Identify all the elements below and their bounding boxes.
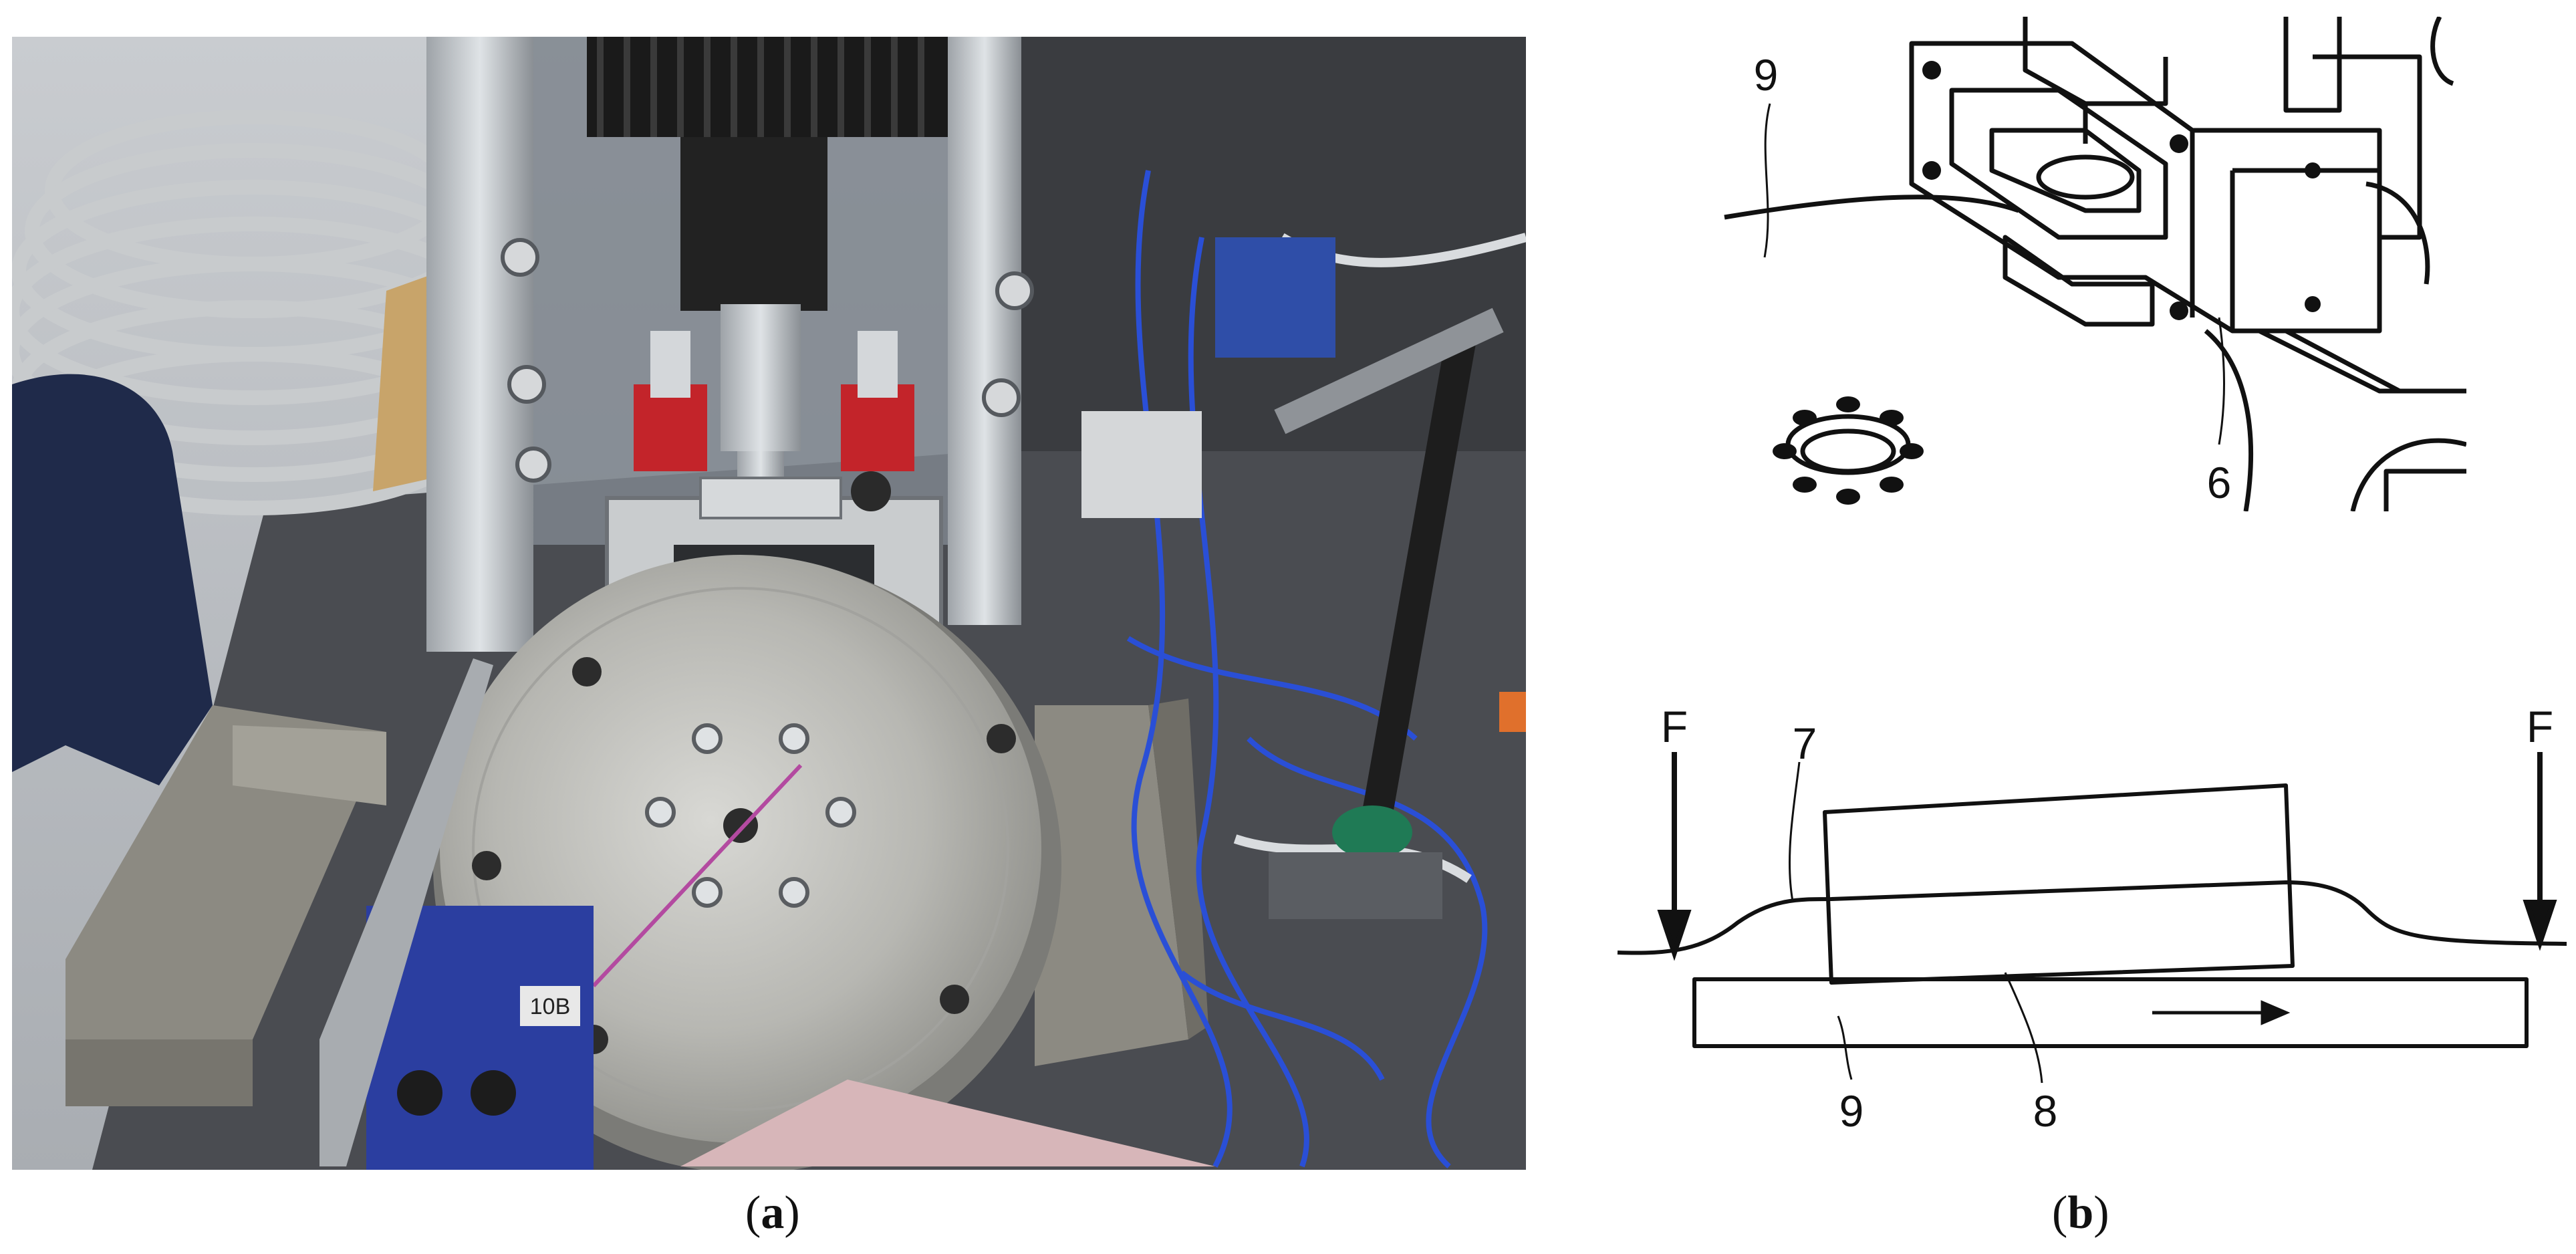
spindle xyxy=(721,304,801,451)
drawing-bottom-lines xyxy=(1617,783,2567,1048)
callout-f-right: F xyxy=(2527,702,2553,751)
caption-b-label: b xyxy=(2067,1187,2094,1239)
device-connectors xyxy=(397,1070,516,1116)
frame-left xyxy=(426,37,533,652)
callout-9-bottom: 9 xyxy=(1839,1086,1864,1136)
frame-bolts xyxy=(501,238,1034,483)
compliant-strip xyxy=(1617,880,2567,955)
clamp-left-top xyxy=(650,331,690,398)
base-slide xyxy=(1692,977,2529,1048)
drawing-top-leaders xyxy=(1763,103,2225,445)
device-label-bg xyxy=(520,986,580,1026)
callout-8: 8 xyxy=(2033,1086,2058,1136)
sensor xyxy=(851,471,891,511)
motor-body xyxy=(680,137,827,311)
drawing-top: 9 6 xyxy=(1711,15,2467,512)
frame-right xyxy=(948,37,1021,625)
drawing-bottom-svg: F F 7 8 9 xyxy=(1617,702,2567,1136)
force-arrow-left-head xyxy=(1657,910,1692,961)
drawing-top-svg: 9 6 xyxy=(1724,15,2467,512)
callout-f-left: F xyxy=(1661,702,1688,751)
jacket xyxy=(12,374,213,785)
junction-box xyxy=(1081,411,1202,518)
photo-illustration: 10B xyxy=(12,37,1526,1170)
motion-arrow xyxy=(2152,1000,2291,1025)
clamp-left xyxy=(634,384,707,471)
callout-9-top: 9 xyxy=(1754,50,1779,100)
callout-7: 7 xyxy=(1793,719,1817,768)
caption-b: (b) xyxy=(2052,1187,2109,1239)
drawing-top-lines xyxy=(1724,15,2467,512)
clamp-right-top xyxy=(858,331,898,398)
holder-top xyxy=(699,477,842,519)
device-label: 10B xyxy=(530,994,571,1019)
force-arrow-right-head xyxy=(2523,900,2557,951)
caption-a: (a) xyxy=(745,1187,800,1239)
specimen-block xyxy=(1823,783,2295,985)
stand-arm xyxy=(1269,307,1504,919)
photo-panel-a: 10B xyxy=(12,37,1526,1170)
drawing-bottom: F F 7 8 9 xyxy=(1604,668,2567,1150)
drawing-top-fills xyxy=(1773,61,2321,505)
motor-fins xyxy=(587,37,948,137)
bubble-wrap xyxy=(680,1080,1215,1166)
caption-a-label: a xyxy=(761,1187,785,1239)
foam-right xyxy=(1035,699,1208,1066)
clamp-right xyxy=(841,384,914,471)
force-arrows xyxy=(1657,752,2557,961)
drawing-bottom-leaders xyxy=(1788,761,2043,1084)
orange-tag xyxy=(1499,692,1526,732)
motor-fin-lines xyxy=(597,37,924,137)
connector-box xyxy=(1215,237,1335,358)
callout-6: 6 xyxy=(2207,458,2232,507)
rail xyxy=(319,658,493,1166)
foam-left xyxy=(66,705,386,1106)
